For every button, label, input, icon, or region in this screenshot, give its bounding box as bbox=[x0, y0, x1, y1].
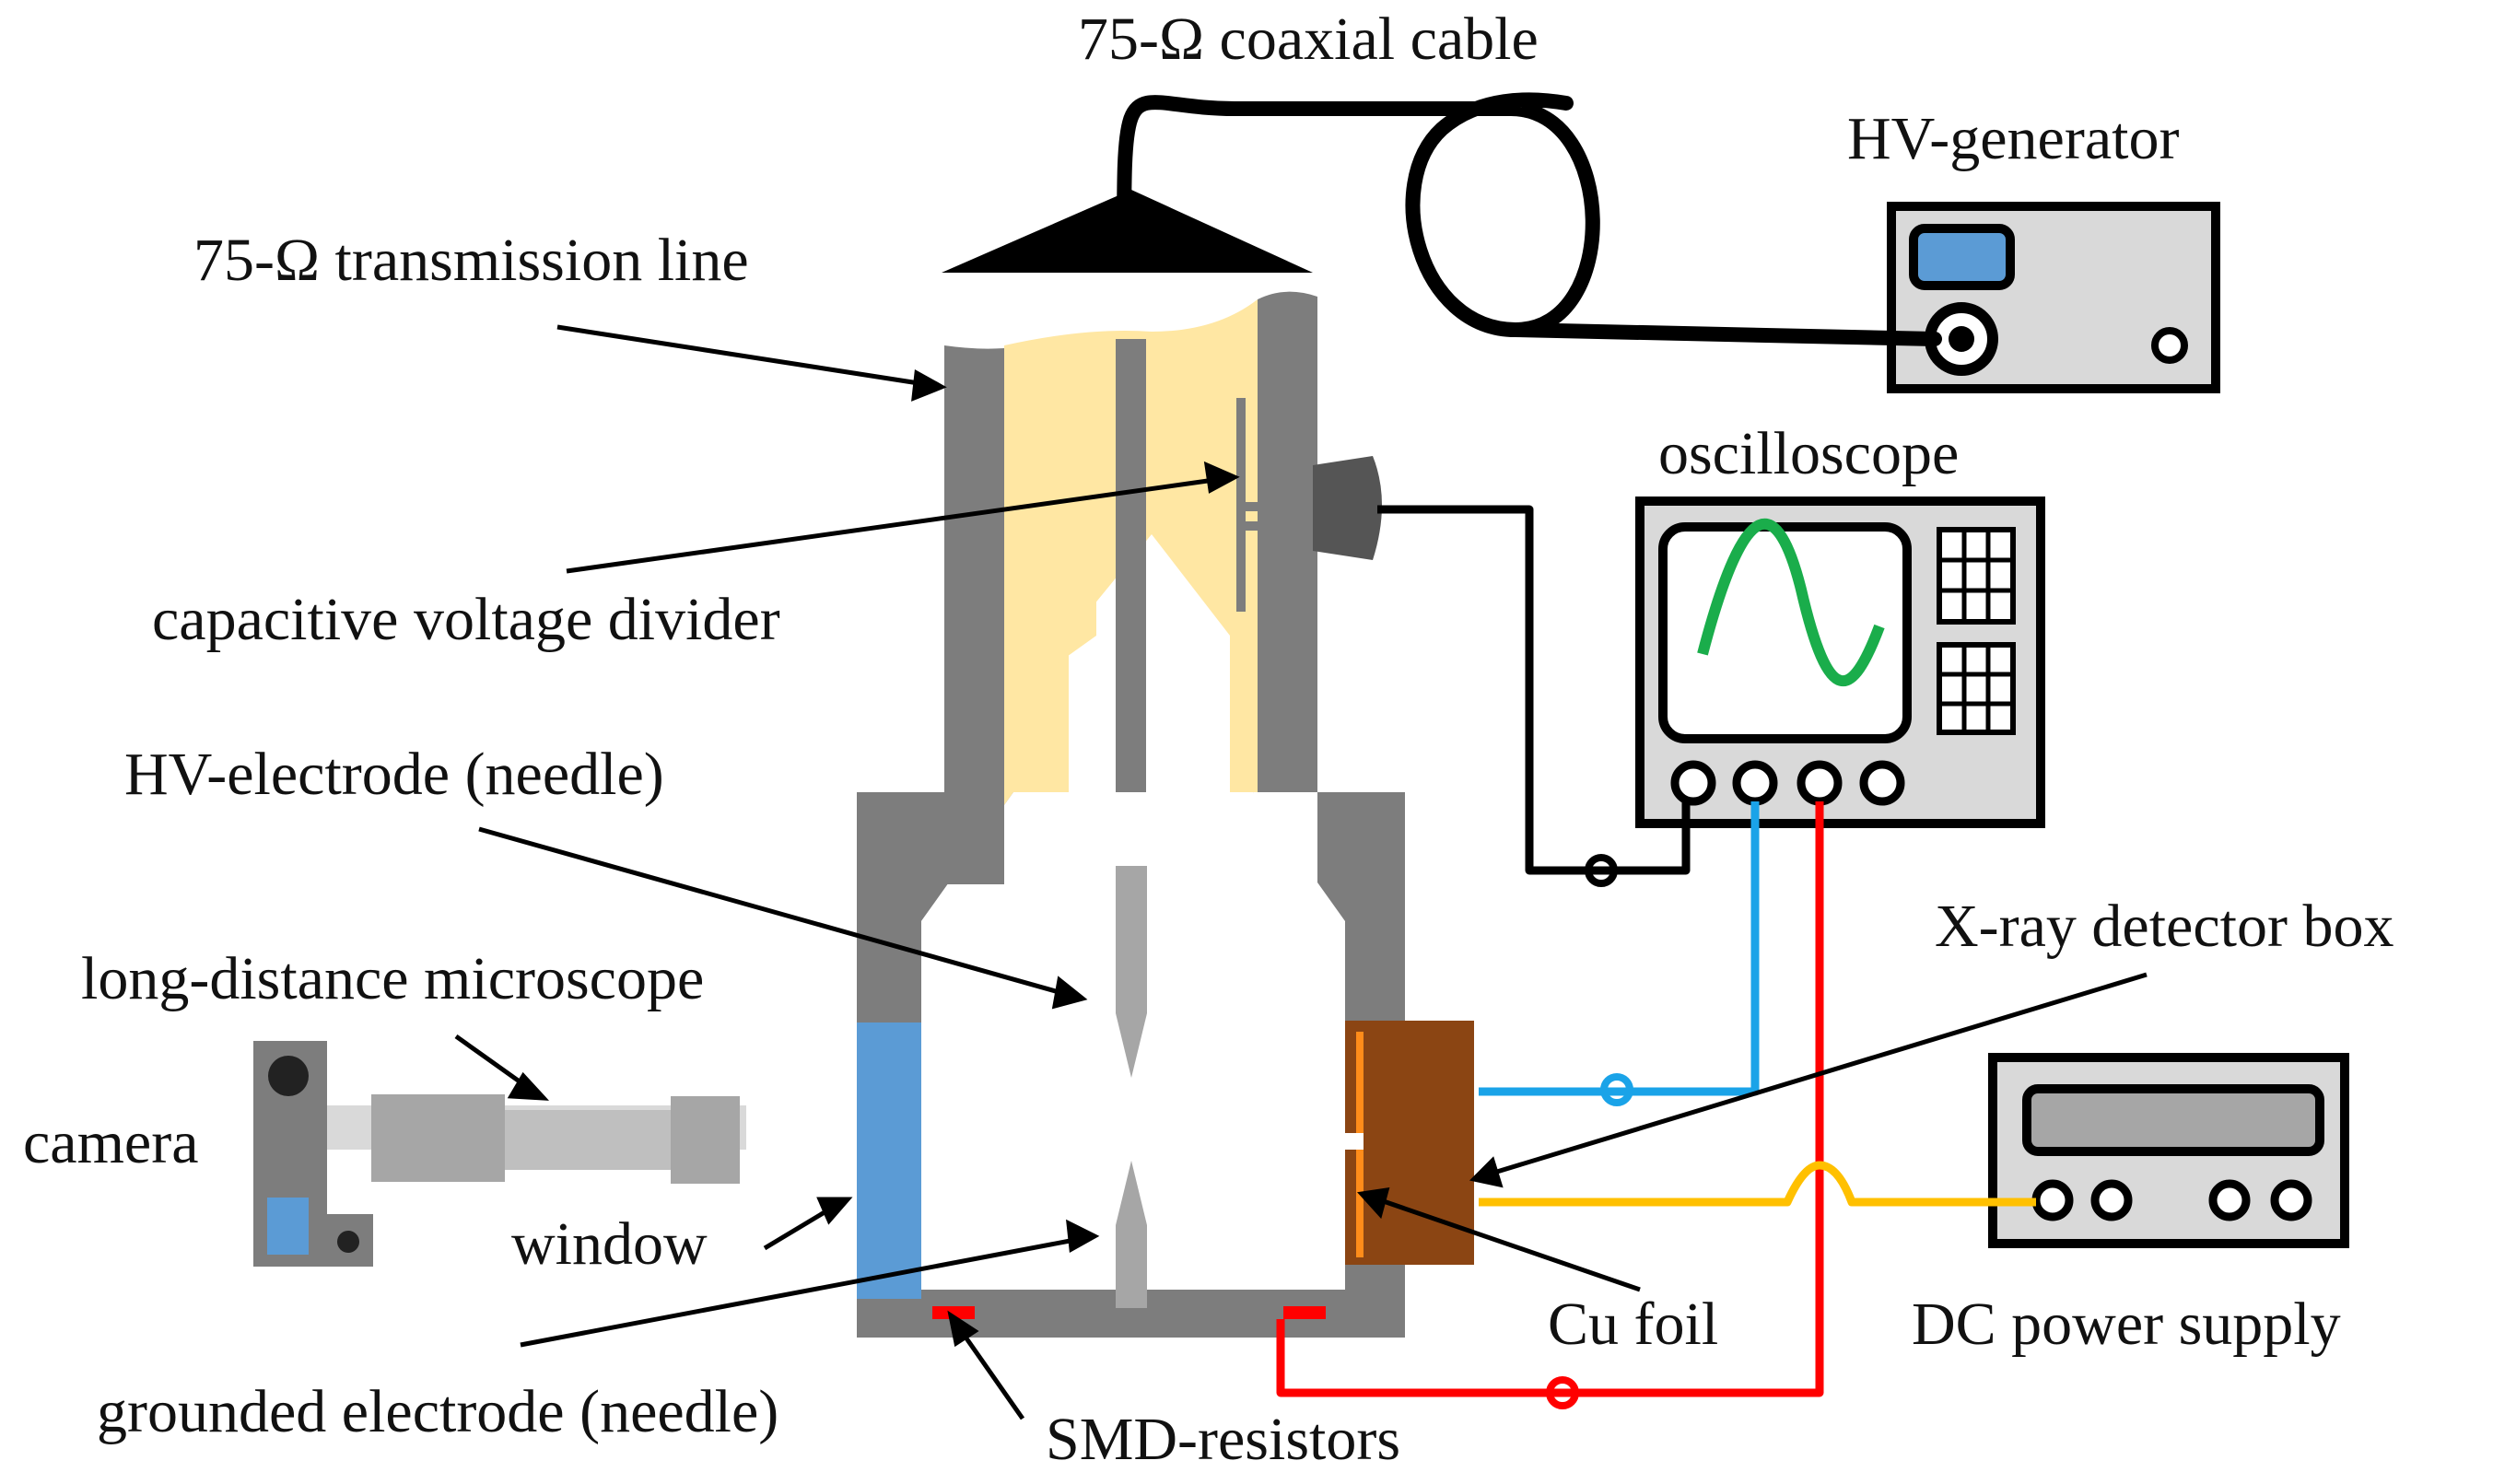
label-cu-foil: Cu foil bbox=[1548, 1291, 1719, 1358]
label-hv-generator: HV-generator bbox=[1847, 105, 2180, 172]
label-capacitive-divider: capacitive voltage divider bbox=[152, 586, 780, 653]
top-connector-cone bbox=[942, 190, 1313, 273]
label-oscilloscope: oscilloscope bbox=[1658, 420, 1960, 487]
coaxial-cable bbox=[1117, 92, 1942, 346]
chamber-window bbox=[857, 1022, 921, 1299]
oscilloscope bbox=[1635, 497, 2045, 828]
dc-power-supply bbox=[1988, 1053, 2349, 1248]
label-coaxial-cable: 75-Ω coaxial cable bbox=[1078, 6, 1539, 73]
label-window: window bbox=[511, 1210, 708, 1278]
hv-generator bbox=[1887, 202, 2220, 393]
wire-clips bbox=[1546, 854, 1633, 1409]
label-dc-supply: DC power supply bbox=[1912, 1291, 2341, 1358]
capacitive-divider bbox=[1236, 398, 1382, 612]
leader-arrows bbox=[454, 324, 2148, 1420]
label-microscope: long-distance microscope bbox=[81, 945, 705, 1012]
needle-electrodes bbox=[1116, 866, 1147, 1308]
label-xray-box: X-ray detector box bbox=[1935, 893, 2394, 960]
label-transmission-line: 75-Ω transmission line bbox=[193, 227, 749, 294]
smd-resistors bbox=[932, 1306, 1326, 1319]
label-camera: camera bbox=[23, 1109, 199, 1176]
dielectric-filling bbox=[1004, 299, 1258, 884]
label-smd-resistors: SMD-resistors bbox=[1046, 1406, 1401, 1473]
label-hv-electrode: HV-electrode (needle) bbox=[124, 741, 664, 808]
label-grounded-electrode: grounded electrode (needle) bbox=[97, 1378, 779, 1445]
camera-microscope bbox=[253, 1041, 746, 1267]
transmission-line-body bbox=[944, 291, 1317, 884]
